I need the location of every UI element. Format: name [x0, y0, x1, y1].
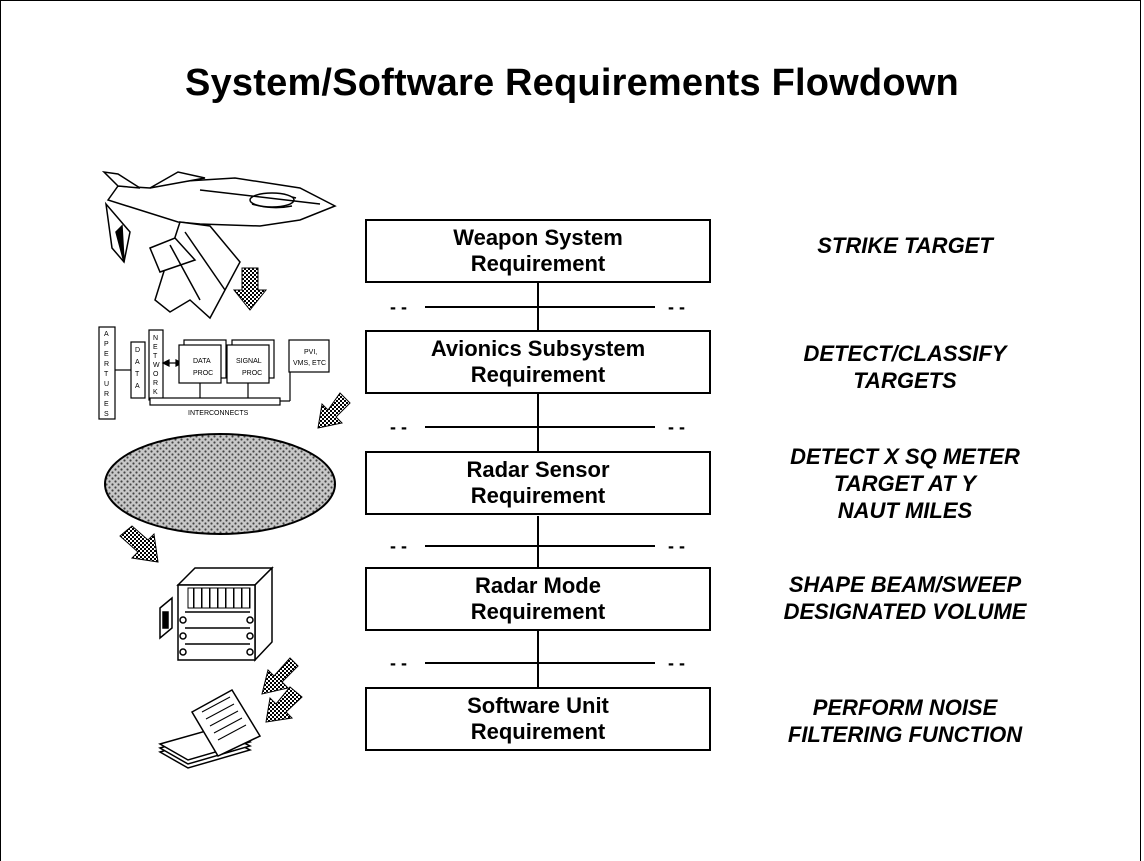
connector-3	[425, 516, 655, 567]
avionics-subsystem-requirement-box: Avionics Subsystem Requirement	[365, 330, 711, 394]
svg-text:- -: - -	[668, 417, 685, 437]
pvi-block	[288, 339, 330, 373]
svg-text:- -: - -	[390, 417, 407, 437]
down-arrow-icon-3	[119, 525, 159, 563]
radar-chassis-illustration	[159, 566, 274, 662]
description-line: DESIGNATED VOLUME	[783, 599, 1027, 624]
pvi-label-1: PVI,	[304, 349, 317, 356]
data-proc-label-1: DATA	[193, 358, 211, 365]
connector-2	[425, 394, 655, 451]
radar-sensor-description: DETECT X SQ METER TARGET AT Y NAUT MILES	[720, 443, 1090, 524]
description-line: NAUT MILES	[837, 498, 973, 523]
radar-antenna-illustration	[104, 433, 336, 535]
svg-text:- -: - -	[390, 536, 407, 556]
interconnects-label: INTERCONNECTS	[188, 410, 249, 417]
svg-text:- -: - -	[390, 297, 407, 317]
box-label-line-1: Avionics Subsystem	[430, 336, 646, 361]
software-unit-requirement-box: Software Unit Requirement	[365, 687, 711, 751]
description-line: PERFORM NOISE	[812, 695, 998, 720]
down-arrow-icon-1	[232, 267, 268, 311]
description-line: STRIKE TARGET	[817, 233, 993, 258]
svg-text:- -: - -	[390, 653, 407, 673]
description-line: DETECT/CLASSIFY	[803, 341, 1007, 366]
apertures-block	[98, 326, 116, 420]
description-line: SHAPE BEAM/SWEEP	[788, 572, 1022, 597]
signal-proc-label-1: SIGNAL	[236, 358, 262, 365]
signal-proc-block	[226, 344, 270, 384]
box-label-line-1: Weapon System	[453, 225, 623, 250]
svg-text:- -: - -	[668, 297, 685, 317]
connector-4	[425, 631, 655, 687]
box-label-line-1: Radar Mode	[475, 573, 601, 598]
weapon-system-requirement-box: Weapon System Requirement	[365, 219, 711, 283]
data-proc-block	[178, 344, 222, 384]
svg-text:- -: - -	[668, 653, 685, 673]
box-label-line-2: Requirement	[470, 251, 606, 276]
flowdown-connectors	[425, 283, 655, 687]
box-label-line-1: Radar Sensor	[466, 457, 610, 482]
radar-mode-description: SHAPE BEAM/SWEEP DESIGNATED VOLUME	[720, 571, 1090, 625]
down-arrow-icon-4	[261, 657, 299, 695]
box-label-line-2: Requirement	[470, 719, 606, 744]
box-label-line-2: Requirement	[470, 483, 606, 508]
description-line: FILTERING FUNCTION	[787, 722, 1023, 747]
data-proc-label-2: PROC	[193, 370, 213, 377]
radar-sensor-requirement-box: Radar Sensor Requirement	[365, 451, 711, 515]
radar-mode-requirement-box: Radar Mode Requirement	[365, 567, 711, 631]
down-arrow-icon-2	[317, 392, 351, 429]
pvi-label-2: VMS, ETC	[293, 360, 326, 367]
weapon-system-description: STRIKE TARGET	[720, 232, 1090, 259]
down-arrow-icon-5	[265, 686, 303, 723]
jet-aircraft-illustration	[101, 170, 337, 320]
description-line: TARGETS	[853, 368, 957, 393]
avionics-subsystem-description: DETECT/CLASSIFY TARGETS	[720, 340, 1090, 394]
page-title: System/Software Requirements Flowdown	[185, 62, 959, 104]
box-label-line-2: Requirement	[470, 362, 606, 387]
document-stack-illustration	[158, 688, 262, 769]
svg-text:- -: - -	[668, 536, 685, 556]
signal-proc-label-2: PROC	[242, 370, 262, 377]
interconnects-bus	[149, 397, 281, 406]
box-label-line-2: Requirement	[470, 599, 606, 624]
connector-1	[425, 283, 655, 330]
connector-dashes: - - - - - - - - - - - - - - - -	[390, 297, 685, 673]
description-line: DETECT X SQ METER	[790, 444, 1020, 469]
description-line: TARGET AT Y	[833, 471, 977, 496]
software-unit-description: PERFORM NOISE FILTERING FUNCTION	[720, 694, 1090, 748]
box-label-line-1: Software Unit	[467, 693, 609, 718]
